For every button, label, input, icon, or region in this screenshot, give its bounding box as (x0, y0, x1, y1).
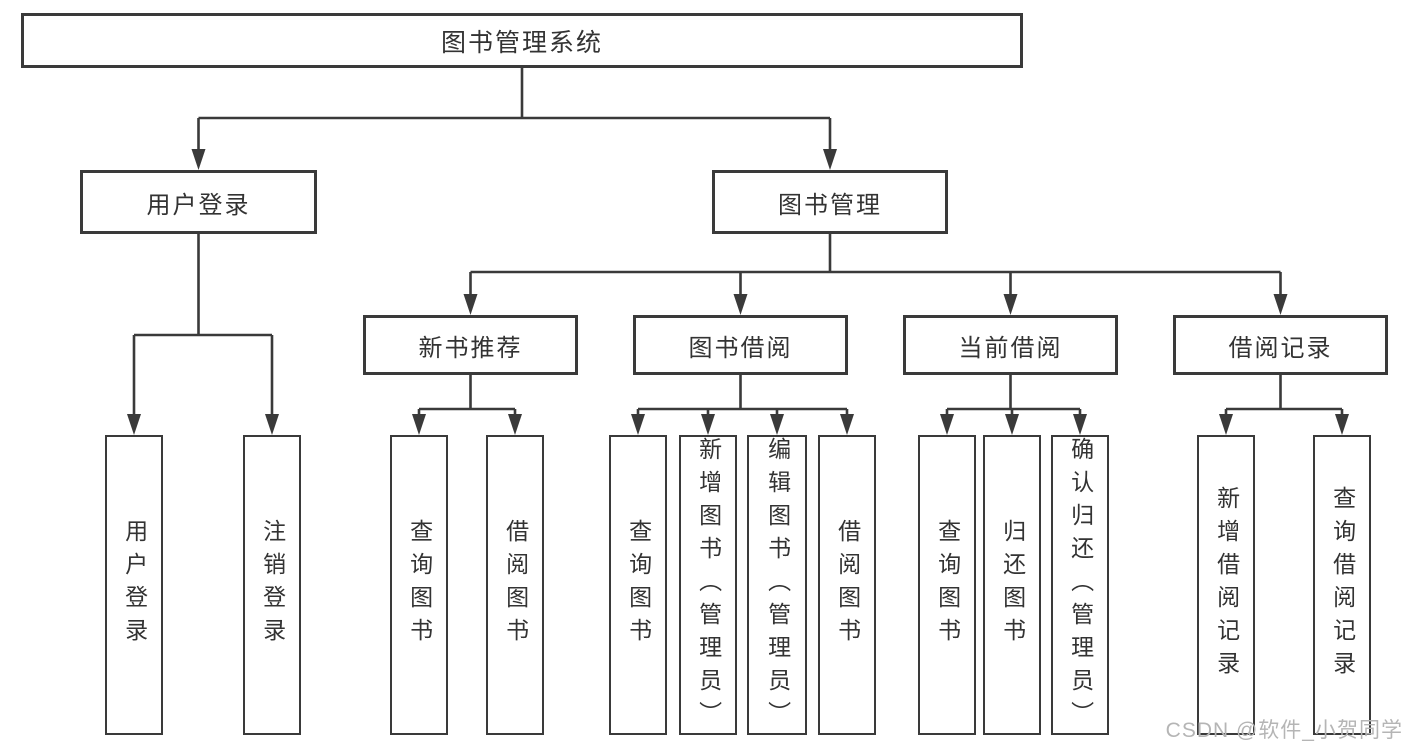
leaf-logout-login: 注销登录 (243, 435, 301, 735)
leaf-edit-book-admin: 编辑图书（管理员） (747, 435, 807, 735)
leaf-borrow-books-recommend-label: 借阅图书 (502, 519, 529, 651)
leaf-query-borrow-record: 查询借阅记录 (1313, 435, 1371, 735)
node-book-management: 图书管理 (712, 170, 948, 234)
leaf-borrow-books-recommend: 借阅图书 (486, 435, 544, 735)
leaf-add-borrow-record-label: 新增借阅记录 (1213, 486, 1240, 684)
node-book-borrowing: 图书借阅 (633, 315, 848, 375)
leaf-return-books: 归还图书 (983, 435, 1041, 735)
leaf-logout-login-label: 注销登录 (259, 519, 286, 651)
leaf-user-login-label: 用户登录 (121, 519, 148, 651)
leaf-query-books-current-label: 查询图书 (934, 519, 961, 651)
leaf-borrow-books-borrowing-label: 借阅图书 (834, 519, 861, 651)
leaf-query-books-current: 查询图书 (918, 435, 976, 735)
leaf-confirm-return-admin: 确认归还（管理员） (1051, 435, 1109, 735)
leaf-query-books-recommend-label: 查询图书 (406, 519, 433, 651)
node-borrowing-records: 借阅记录 (1173, 315, 1388, 375)
leaf-add-book-admin: 新增图书（管理员） (679, 435, 737, 735)
node-current-borrowing: 当前借阅 (903, 315, 1118, 375)
leaf-query-borrow-record-label: 查询借阅记录 (1329, 486, 1356, 684)
node-library-management-system: 图书管理系统 (21, 13, 1023, 68)
leaf-user-login: 用户登录 (105, 435, 163, 735)
leaf-borrow-books-borrowing: 借阅图书 (818, 435, 876, 735)
leaf-return-books-label: 归还图书 (999, 519, 1026, 651)
leaf-query-books-recommend: 查询图书 (390, 435, 448, 735)
leaf-query-books-borrowing-label: 查询图书 (625, 519, 652, 651)
leaf-add-borrow-record: 新增借阅记录 (1197, 435, 1255, 735)
leaf-edit-book-admin-label: 编辑图书（管理员） (764, 436, 791, 734)
csdn-watermark: CSDN @软件_小贺同学 (1165, 719, 1403, 742)
node-new-book-recommend: 新书推荐 (363, 315, 578, 375)
leaf-confirm-return-admin-label: 确认归还（管理员） (1067, 436, 1094, 734)
leaf-add-book-admin-label: 新增图书（管理员） (695, 436, 722, 734)
node-user-login: 用户登录 (80, 170, 317, 234)
leaf-query-books-borrowing: 查询图书 (609, 435, 667, 735)
